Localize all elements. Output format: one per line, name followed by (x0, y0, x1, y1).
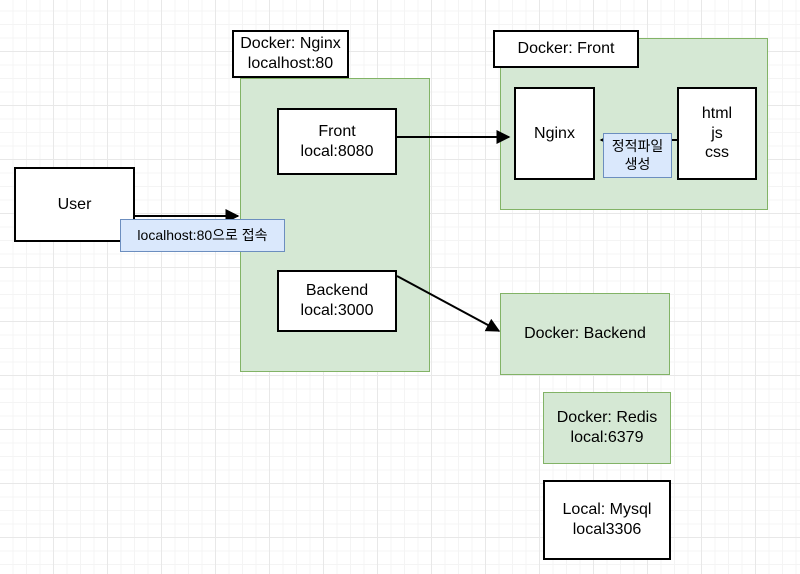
node-static-assets[interactable]: html js css (677, 87, 757, 180)
node-user-label: User (57, 195, 92, 213)
node-front[interactable]: Front local:8080 (277, 108, 397, 175)
node-nginx[interactable]: Nginx (514, 87, 595, 180)
edge-label-localhost-access: localhost:80으로 접속 (120, 219, 285, 252)
node-front-line1: Front (318, 122, 356, 140)
node-docker-redis-line2: local:6379 (570, 429, 644, 446)
node-docker-nginx-title[interactable]: Docker: Nginx localhost:80 (232, 30, 349, 78)
node-user[interactable]: User (14, 167, 135, 242)
node-local-mysql[interactable]: Local: Mysql local3306 (543, 480, 671, 560)
node-docker-backend[interactable]: Docker: Backend (500, 293, 670, 375)
node-backend-line2: local:3000 (300, 302, 374, 319)
node-docker-nginx-line2: localhost:80 (247, 55, 334, 72)
edge-label-static-file-generation-line1: 정적파일 (611, 138, 664, 155)
node-docker-redis-line1: Docker: Redis (556, 409, 658, 427)
node-local-mysql-line1: Local: Mysql (562, 501, 652, 519)
node-local-mysql-line2: local3306 (572, 521, 642, 538)
node-static-assets-line1: html (701, 105, 733, 123)
node-backend-line1: Backend (305, 282, 369, 300)
node-docker-front-label: Docker: Front (517, 40, 615, 58)
node-front-line2: local:8080 (300, 142, 374, 160)
node-backend[interactable]: Backend local:3000 (277, 270, 397, 332)
edge-label-static-file-generation: 정적파일 생성 (603, 133, 672, 178)
node-docker-front-title[interactable]: Docker: Front (493, 30, 639, 68)
node-docker-backend-label: Docker: Backend (524, 325, 646, 343)
node-docker-redis[interactable]: Docker: Redis local:6379 (543, 392, 671, 464)
edge-label-static-file-generation-line2: 생성 (624, 155, 651, 172)
node-static-assets-line2: js (711, 124, 723, 142)
node-static-assets-line3: css (705, 144, 729, 162)
node-nginx-label: Nginx (534, 124, 575, 142)
edge-label-localhost-access-text: localhost:80으로 접속 (137, 226, 268, 243)
node-docker-nginx-line1: Docker: Nginx (240, 35, 341, 53)
